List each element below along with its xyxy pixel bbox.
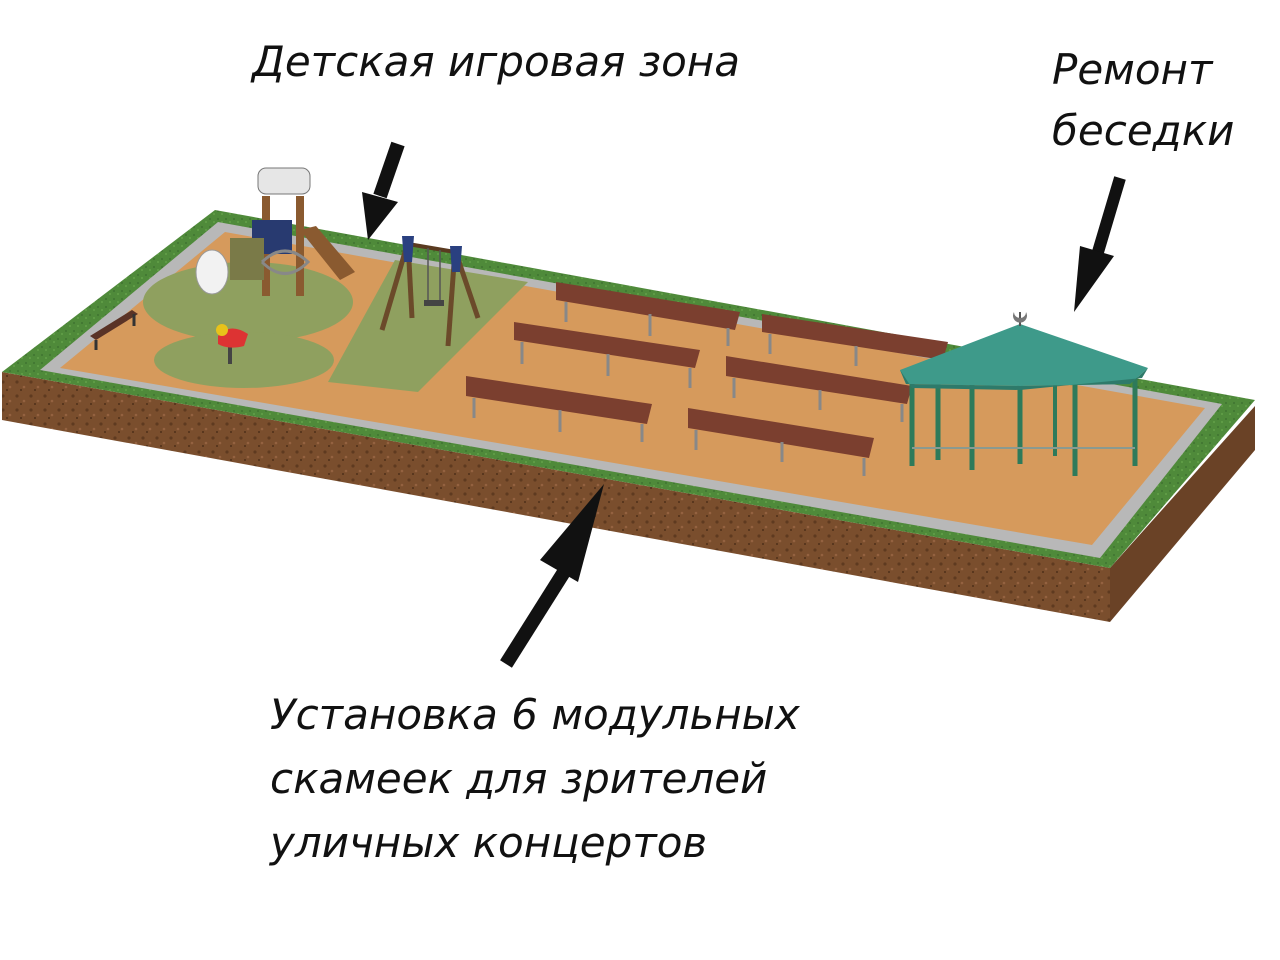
label-benches-line-2: скамеек для зрителей [270, 753, 768, 803]
label-playground-zone: Детская игровая зона [252, 30, 740, 93]
label-benches-line-1: Установка 6 модульных [270, 690, 800, 739]
swings [379, 236, 481, 347]
label-gazebo-line-2: беседки [1052, 105, 1235, 155]
bench-5 [726, 356, 912, 422]
bench-2 [514, 322, 700, 388]
label-playground-text: Детская игровая зона [252, 37, 740, 86]
label-benches-install: Установка 6 модульных скамеек для зрител… [270, 683, 800, 874]
gazebo [900, 312, 1148, 476]
label-benches-line-3: уличных концертов [270, 817, 708, 867]
bench-3 [466, 376, 652, 442]
ground-soil-sides [2, 372, 1255, 622]
label-gazebo-line-1: Ремонт [1052, 45, 1213, 94]
label-gazebo-repair: Ремонт беседки [1052, 40, 1234, 162]
bench-6 [688, 408, 874, 476]
arrow-playground [362, 141, 405, 240]
play-tower [195, 167, 355, 296]
park-bench [90, 310, 138, 350]
spring-rocker [216, 324, 248, 364]
arrow-gazebo [1074, 176, 1126, 312]
bench-1 [556, 282, 740, 346]
modular-benches [466, 282, 948, 476]
arrow-benches [500, 484, 604, 668]
